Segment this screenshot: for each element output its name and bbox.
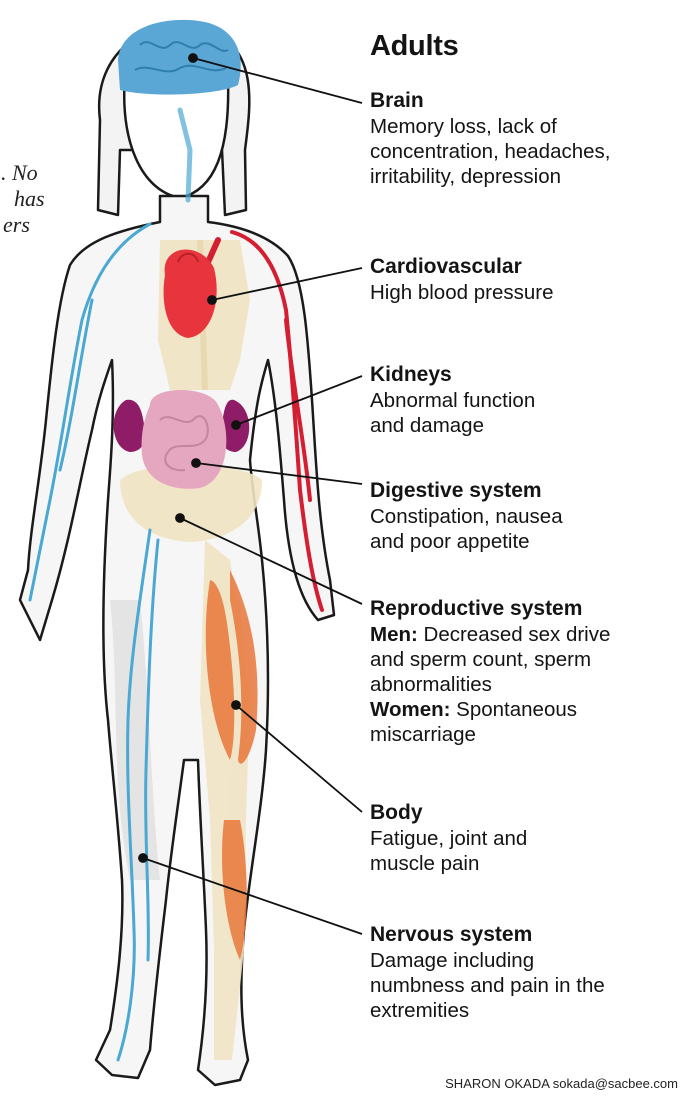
label-desc-line: Abnormal function [370,388,680,413]
label-title: Kidneys [370,362,680,388]
label-nervous-system: Nervous system Damage including numbness… [370,922,680,1023]
label-body: Body Fatigue, joint and muscle pain [370,800,680,876]
label-title: Brain [370,88,680,114]
men-desc: Decreased sex drive [418,623,611,646]
body-outline [20,24,334,1085]
label-desc-line: Women: Spontaneous [370,697,680,722]
label-desc-line: miscarriage [370,722,680,747]
label-kidneys: Kidneys Abnormal function and damage [370,362,680,438]
label-title: Reproductive system [370,596,680,622]
women-desc: Spontaneous [450,698,577,721]
label-title: Body [370,800,680,826]
label-desc-line: muscle pain [370,851,680,876]
cropped-line: has [0,186,45,212]
label-desc-line: and poor appetite [370,529,680,554]
label-desc-line: concentration, headaches, [370,139,680,164]
label-title: Digestive system [370,478,680,504]
heading-adults: Adults [370,30,458,63]
artist-credit: SHARON OKADA sokada@sacbee.com [445,1076,678,1091]
cropped-line: ers [0,212,45,238]
label-desc-line: and damage [370,413,680,438]
cropped-text-fragments: . No has ers [0,160,45,238]
label-title: Cardiovascular [370,254,680,280]
label-desc-line: High blood pressure [370,280,680,305]
label-digestive-system: Digestive system Constipation, nausea an… [370,478,680,554]
label-desc-line: and sperm count, sperm [370,647,680,672]
label-desc-line: Fatigue, joint and [370,826,680,851]
women-label: Women: [370,698,450,721]
label-desc-line: irritability, depression [370,164,680,189]
label-desc-line: Memory loss, lack of [370,114,680,139]
label-desc-line: Constipation, nausea [370,504,680,529]
label-desc-line: extremities [370,998,680,1023]
label-brain: Brain Memory loss, lack of concentration… [370,88,680,189]
label-desc-line: abnormalities [370,672,680,697]
label-desc-line: numbness and pain in the [370,973,680,998]
label-cardiovascular: Cardiovascular High blood pressure [370,254,680,305]
label-title: Nervous system [370,922,680,948]
intestines-organ [142,390,227,489]
cropped-line: . No [0,160,45,186]
label-desc-line: Men: Decreased sex drive [370,622,680,647]
brain-organ [118,20,241,95]
label-desc-line: Damage including [370,948,680,973]
men-label: Men: [370,623,418,646]
label-reproductive-system: Reproductive system Men: Decreased sex d… [370,596,680,747]
